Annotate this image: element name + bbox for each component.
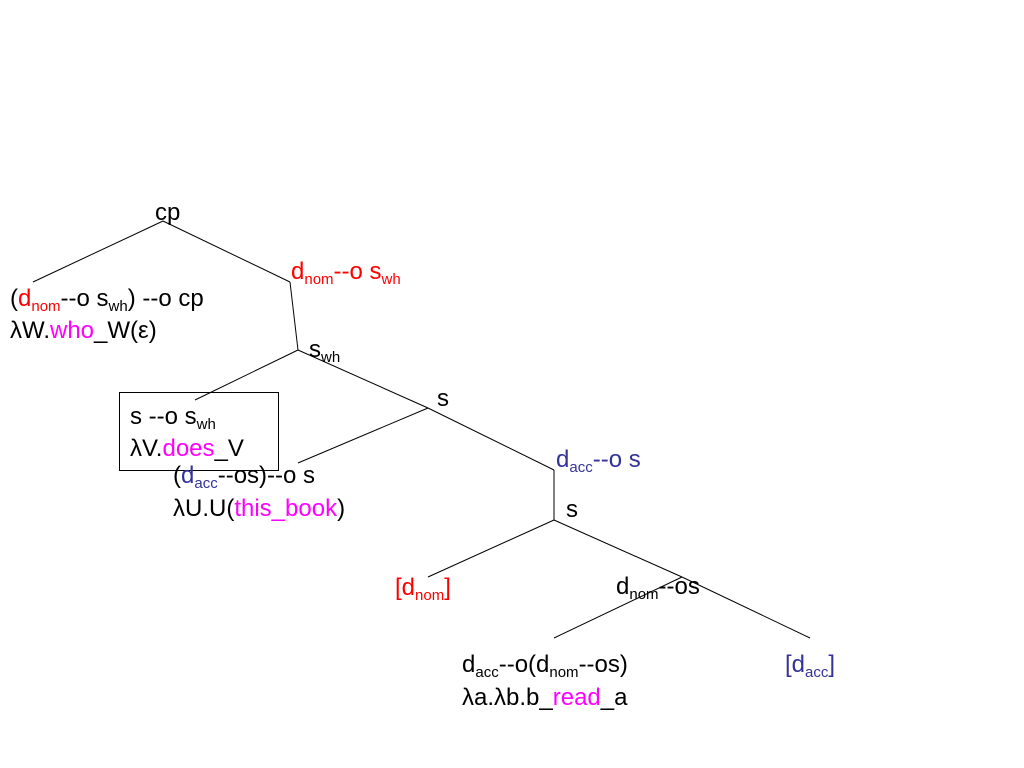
edge-swh-does (194, 349, 299, 401)
edge-s-dacc-s (427, 407, 555, 471)
node-dacc-s: dacc--o s (556, 446, 641, 476)
selected-entry-box (119, 392, 279, 471)
node-swh: swh (309, 336, 341, 366)
lexical-entry-who-term: λW.who_W(ε) (10, 317, 157, 344)
node-s-lower: s (566, 496, 578, 523)
edge-s-dnom-hyp (427, 519, 555, 578)
lexical-entry-does-term: λV.does_V (130, 435, 244, 462)
edge-s-dnom-os (553, 519, 683, 578)
hypothesis-dacc: [dacc] (785, 651, 836, 681)
lexical-entry-this-book-term: λU.U(this_book) (173, 495, 346, 522)
node-s-upper: s (437, 385, 449, 412)
lexical-entry-does-type: s --o swh (130, 403, 216, 433)
edge-cp-who (32, 220, 164, 283)
edge-dnom-swh-to-swh (289, 281, 299, 351)
edge-cp-dnom-swh (162, 220, 291, 283)
edge-s-this-book (297, 407, 429, 464)
edge-dnom-os-dacc-hyp (681, 576, 811, 639)
lexical-entry-this-book-type: (dacc--os)--o s (173, 462, 316, 492)
edge-dnom-os-read (553, 576, 683, 639)
edge-swh-s (297, 349, 429, 409)
node-dnom-os: dnom--os (616, 573, 700, 603)
hypothesis-dnom: [dnom] (395, 574, 451, 604)
node-cp: cp (155, 199, 181, 226)
lexical-entry-who-type: (dnom--o swh) --o cp (10, 285, 204, 315)
lexical-entry-read-type: dacc--o(dnom--os) (462, 651, 628, 681)
node-dnom-swh: dnom--o swh (291, 258, 401, 288)
lexical-entry-read-term: λa.λb.b_read_a (462, 684, 628, 711)
